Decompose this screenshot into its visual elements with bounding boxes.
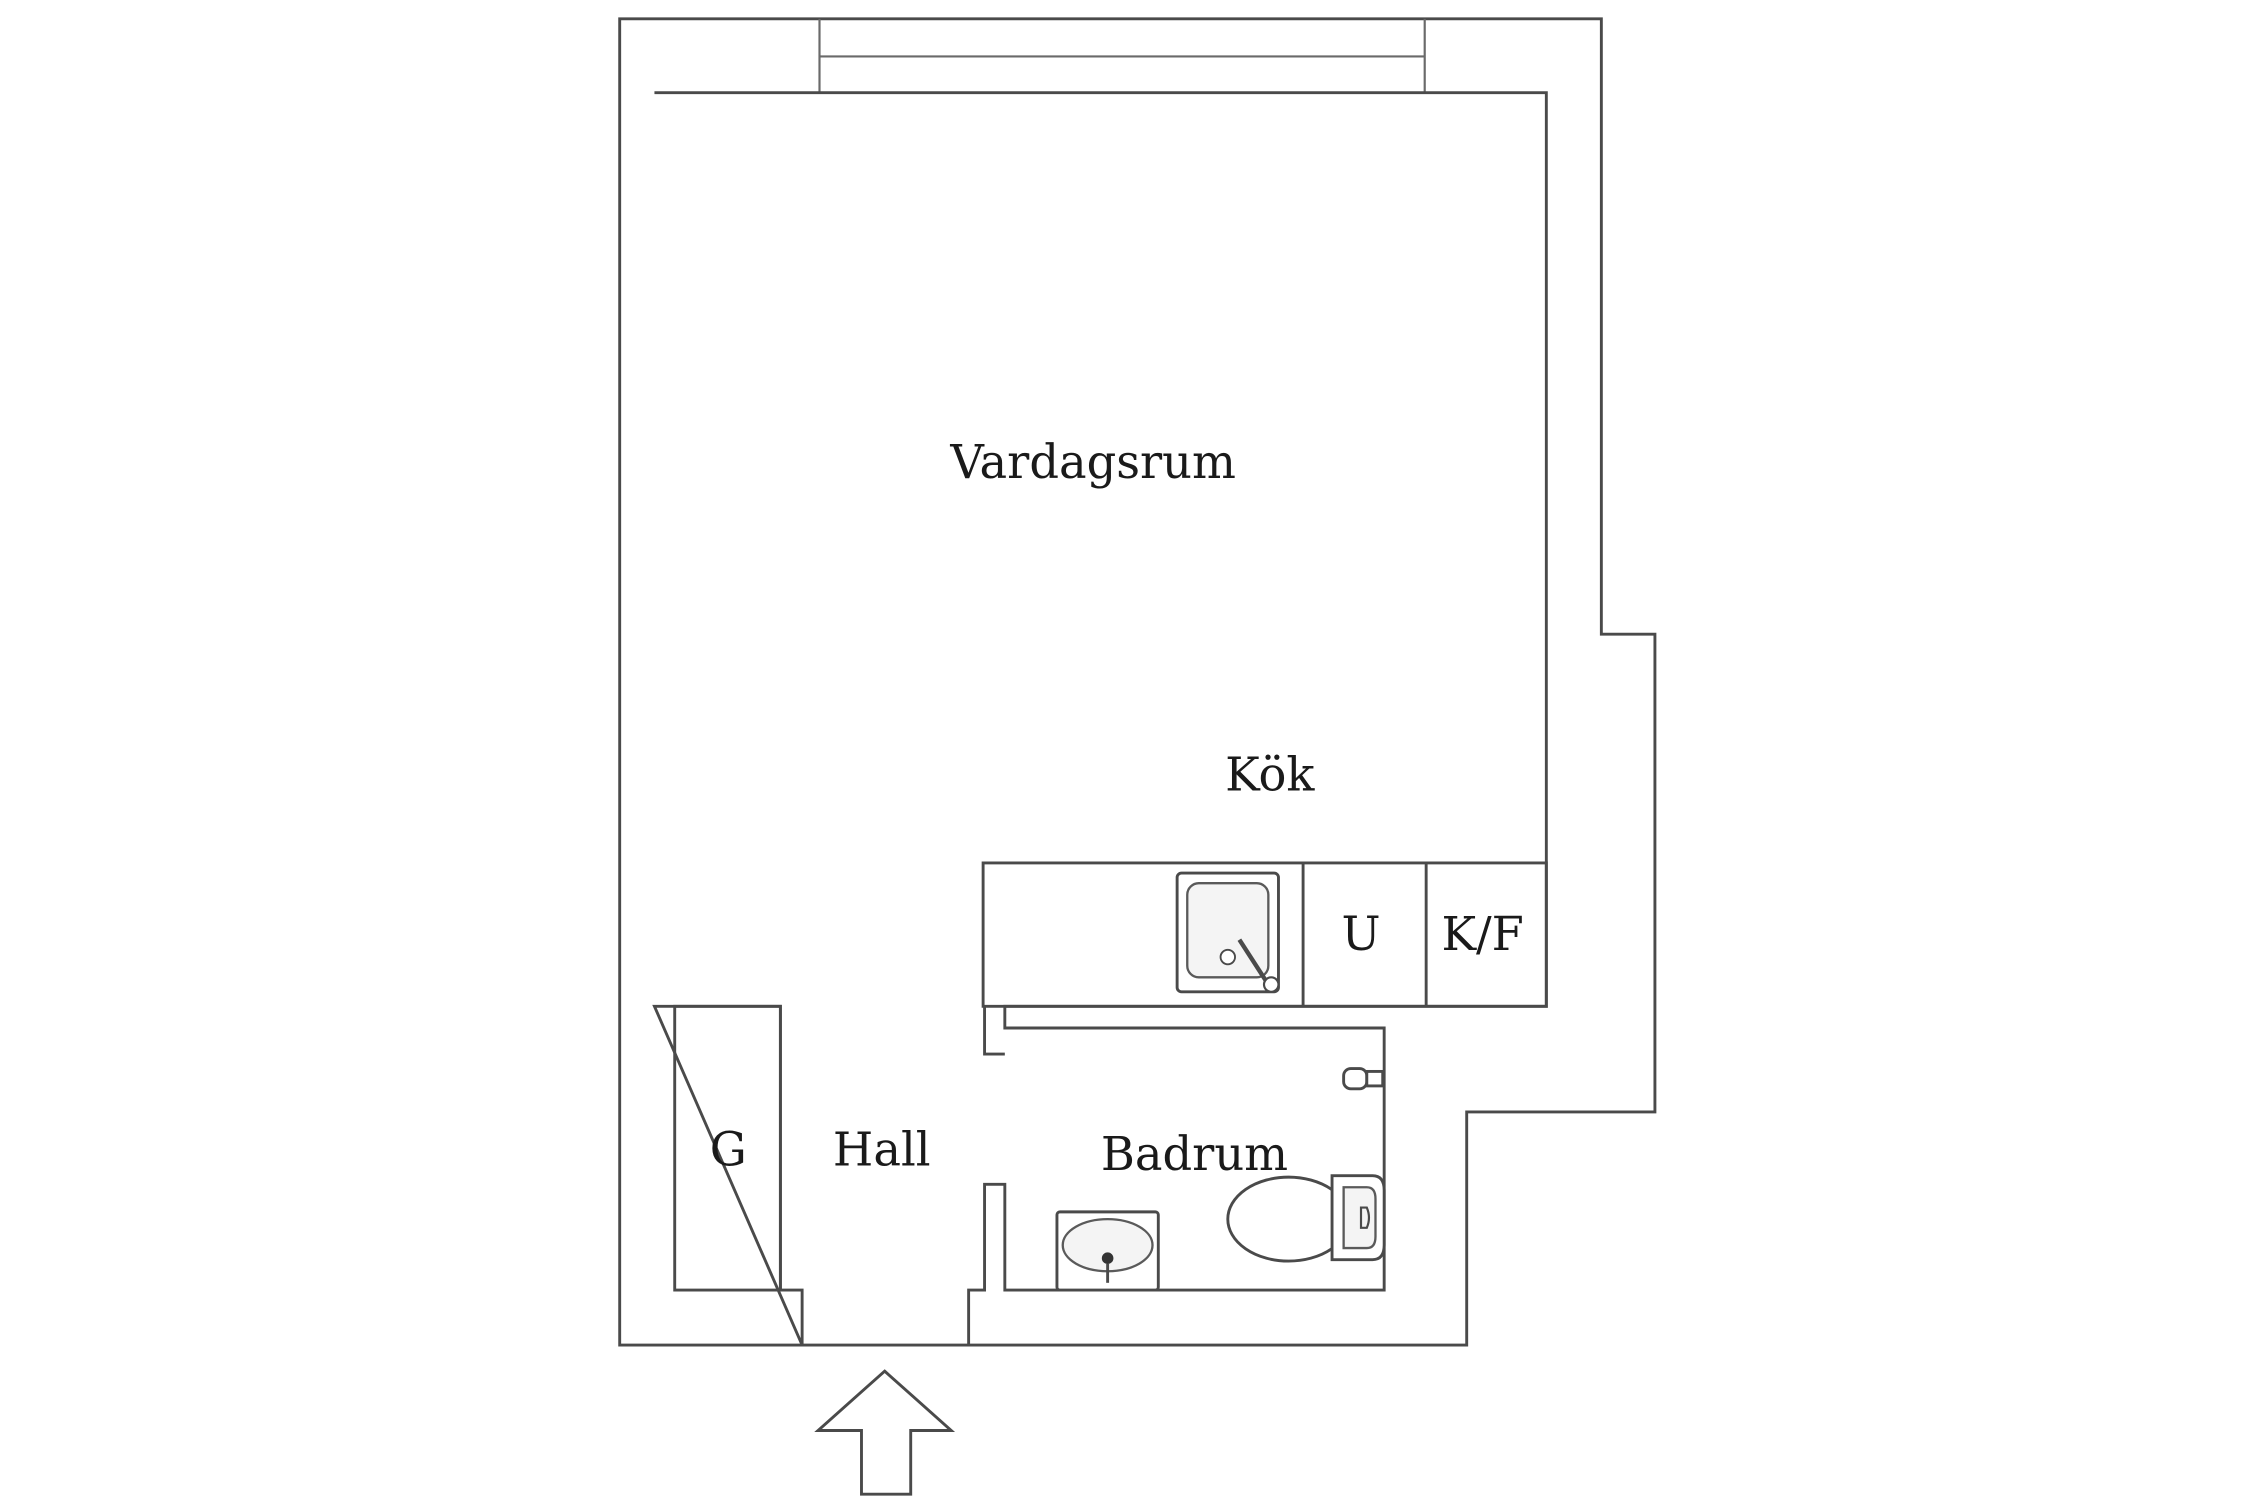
kitchen-counter [981, 861, 1548, 1008]
living-room-label: Vardagsrum [949, 435, 1236, 489]
toilet-icon [1226, 1174, 1386, 1263]
fridge-freezer-label: K/F [1441, 907, 1523, 961]
washbasin-icon [1055, 1210, 1160, 1292]
kitchen-label: Kök [1225, 748, 1315, 802]
outer-wall [618, 17, 1657, 1347]
tap-icon [1342, 1067, 1385, 1091]
wardrobe [673, 1004, 782, 1292]
wardrobe-label: G [710, 1123, 747, 1177]
sink-icon [1175, 871, 1280, 994]
bathroom-label: Badrum [1101, 1127, 1288, 1181]
entrance-arrow-icon [814, 1369, 956, 1496]
window [818, 18, 1426, 93]
hall-label: Hall [833, 1123, 931, 1177]
dishwasher-label: U [1341, 907, 1380, 961]
